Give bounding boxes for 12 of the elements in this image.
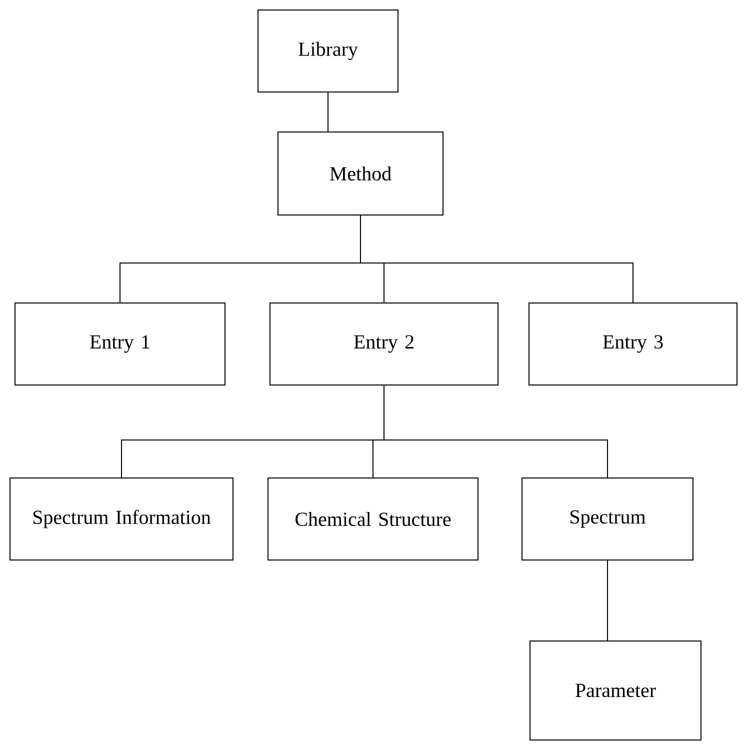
tree-box: Spectrum [522, 478, 694, 560]
connector-line [384, 385, 608, 478]
tree-box: Parameter [530, 640, 702, 740]
tree-box: Entry 3 [528, 302, 738, 386]
connector-line [607, 560, 608, 641]
tree-box: Entry 1 [14, 302, 226, 386]
tree-box: Chemical Structure [268, 478, 478, 560]
tree-box: Method [278, 132, 444, 216]
tree-box: Spectrum Information [10, 478, 234, 560]
connector-line [360, 215, 634, 303]
tree-box: Entry 2 [270, 302, 498, 386]
tree-box: Library [258, 10, 398, 92]
